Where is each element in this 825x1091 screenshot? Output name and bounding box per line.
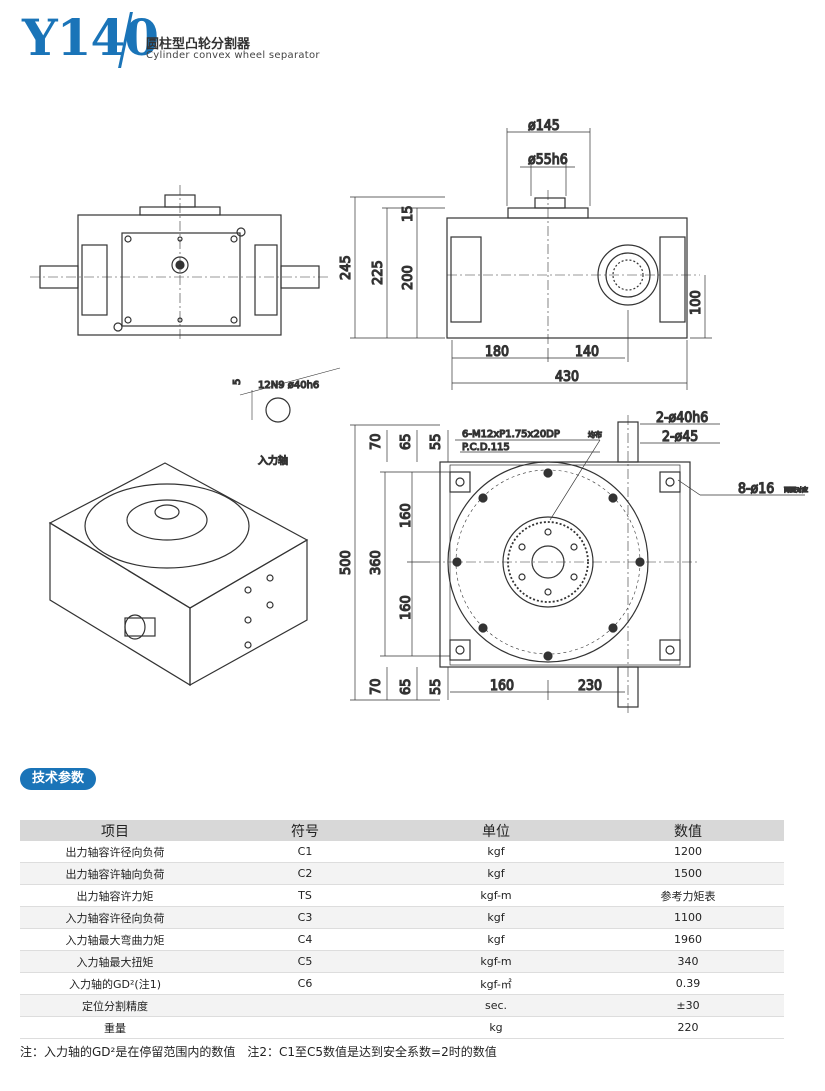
spec-section-badge: 技术参数	[20, 768, 96, 790]
table-row: 出力轴容许径向负荷 C1 kgf 1200	[20, 841, 784, 863]
cell-item: 入力轴的GD²(注1)	[20, 972, 210, 995]
dim-d55h6: ø55h6	[528, 152, 568, 168]
cell-item: 重量	[20, 1016, 210, 1039]
cell-symbol: TS	[210, 884, 400, 907]
cell-symbol: C1	[210, 841, 400, 863]
cell-symbol: C5	[210, 950, 400, 973]
cell-unit: kgf-㎡	[400, 972, 592, 995]
dim-2-d45: 2-ø45	[662, 429, 698, 445]
dim-70-bottom: 70	[369, 678, 384, 695]
dim-230: 230	[578, 678, 602, 694]
dim-245: 245	[339, 255, 354, 280]
top-view-dimensions	[350, 423, 805, 701]
cell-unit: kgf-m	[400, 950, 592, 973]
note-mount-both-sides: 两面对应	[784, 486, 808, 494]
input-shaft-label: 入力轴	[258, 454, 288, 467]
table-row: 入力轴的GD²(注1) C6 kgf-㎡ 0.39	[20, 972, 784, 995]
table-row: 入力轴最大弯曲力矩 C4 kgf 1960	[20, 928, 784, 951]
cell-symbol: C6	[210, 972, 400, 995]
cell-unit: kgf	[400, 928, 592, 951]
spec-table: 项目 符号 单位 数值 出力轴容许径向负荷 C1 kgf 1200 出力轴容许轴…	[20, 820, 784, 1039]
dim-d145: ø145	[528, 118, 560, 134]
dim-225: 225	[371, 260, 386, 285]
dim-8-d16: 8-ø16	[738, 481, 774, 497]
model-number: Y140	[22, 8, 159, 67]
dim-65-top: 65	[399, 433, 414, 450]
cell-item: 入力轴最大扭矩	[20, 950, 210, 973]
note-bolt-holes: 6-M12xP1.75x20DP	[462, 429, 560, 440]
dim-160-top: 160	[399, 503, 414, 528]
note-bolt-even: 均布	[588, 430, 602, 439]
technical-drawing: ø145 ø55h6 245 225 15 200 100 180 140 43…	[30, 117, 809, 715]
side-view	[446, 190, 700, 345]
cell-value: 0.39	[592, 972, 784, 995]
side-view-dimensions	[350, 128, 712, 390]
dim-200: 200	[401, 265, 416, 290]
cell-unit: sec.	[400, 994, 592, 1017]
table-row: 定位分割精度 sec. ±30	[20, 994, 784, 1017]
dim-65-bottom: 65	[399, 678, 414, 695]
cell-unit: kgf-m	[400, 884, 592, 907]
dim-430: 430	[555, 369, 579, 385]
cell-symbol: C4	[210, 928, 400, 951]
dim-keyway-depth: 5	[232, 379, 243, 385]
dim-15: 15	[401, 205, 416, 222]
cell-value: 1100	[592, 906, 784, 929]
dim-55-bottom: 55	[429, 678, 444, 695]
cell-item: 出力轴容许轴向负荷	[20, 862, 210, 885]
dim-160-horizontal: 160	[490, 678, 514, 694]
cell-item: 出力轴容许径向负荷	[20, 841, 210, 863]
note-pcd: P.C.D.115	[462, 442, 510, 453]
cell-item: 入力轴最大弯曲力矩	[20, 928, 210, 951]
cell-item: 定位分割精度	[20, 994, 210, 1017]
cell-value: 1500	[592, 862, 784, 885]
dim-100: 100	[689, 290, 704, 315]
footnote: 注：入力轴的GD²是在停留范围内的数值 注2：C1至C5数值是达到安全系数=2时…	[20, 1045, 497, 1059]
header: Y140 圆柱型凸轮分割器 Cylinder convex wheel sepa…	[0, 0, 825, 80]
table-row: 入力轴容许径向负荷 C3 kgf 1100	[20, 906, 784, 929]
dim-55-top: 55	[429, 433, 444, 450]
cell-value: 1200	[592, 841, 784, 863]
header-symbol: 符号	[210, 820, 400, 841]
table-row: 出力轴容许轴向负荷 C2 kgf 1500	[20, 862, 784, 885]
product-title-en: Cylinder convex wheel separator	[146, 50, 320, 61]
dim-2-d40h6: 2-ø40h6	[656, 410, 708, 426]
dim-70-top: 70	[369, 433, 384, 450]
spec-table-header: 项目 符号 单位 数值	[20, 820, 784, 841]
cell-symbol	[210, 1016, 400, 1039]
cell-symbol: C3	[210, 906, 400, 929]
cell-item: 入力轴容许径向负荷	[20, 906, 210, 929]
dim-180: 180	[485, 344, 509, 360]
cell-item: 出力轴容许力矩	[20, 884, 210, 907]
dim-keyway: 12N9 ø40h6	[258, 380, 319, 391]
cell-unit: kgf	[400, 862, 592, 885]
cell-unit: kgf	[400, 841, 592, 863]
table-row: 出力轴容许力矩 TS kgf-m 参考力矩表	[20, 884, 784, 907]
cell-value: 340	[592, 950, 784, 973]
table-row: 入力轴最大扭矩 C5 kgf-m 340	[20, 950, 784, 973]
keyway-detail	[239, 367, 341, 423]
dim-360: 360	[369, 550, 384, 575]
top-view	[430, 415, 700, 715]
cell-unit: kg	[400, 1016, 592, 1039]
isometric-view	[48, 462, 309, 687]
header-unit: 单位	[400, 820, 592, 841]
header-item: 项目	[20, 820, 210, 841]
dim-500: 500	[339, 550, 354, 575]
header-value: 数值	[592, 820, 784, 841]
product-title-cn: 圆柱型凸轮分割器	[146, 37, 251, 52]
cell-symbol: C2	[210, 862, 400, 885]
front-view	[30, 185, 330, 340]
cell-value: 参考力矩表	[592, 884, 784, 907]
dim-140: 140	[575, 344, 599, 360]
cell-value: ±30	[592, 994, 784, 1017]
table-row: 重量 kg 220	[20, 1016, 784, 1039]
cell-unit: kgf	[400, 906, 592, 929]
dim-160-bottom: 160	[399, 595, 414, 620]
cell-symbol	[210, 994, 400, 1017]
cell-value: 220	[592, 1016, 784, 1039]
cell-value: 1960	[592, 928, 784, 951]
